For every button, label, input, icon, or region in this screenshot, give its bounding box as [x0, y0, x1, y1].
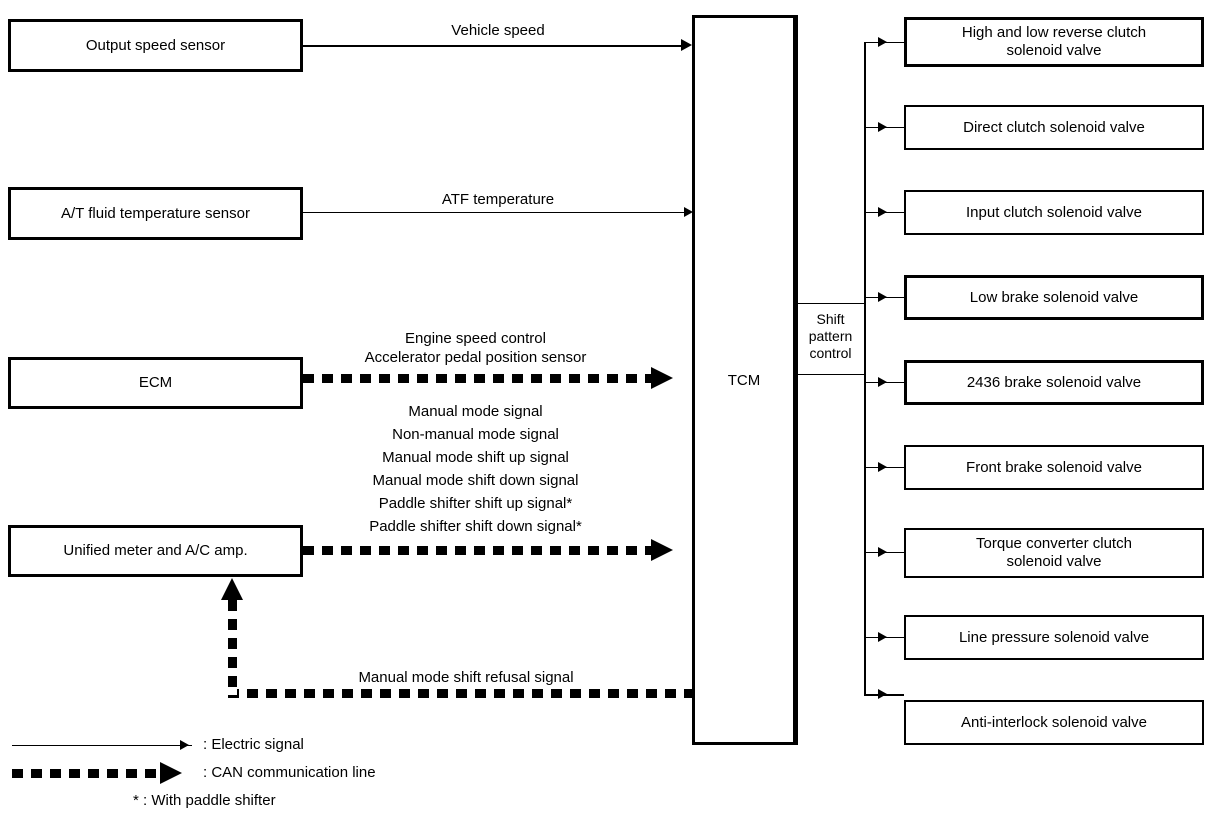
output-box-torque-converter-clutch-solenoid-valve[interactable]: Torque converter clutch solenoid valve [904, 528, 1204, 578]
legend-label-paddle-shifter-note: * : With paddle shifter [133, 792, 276, 809]
branch-arrowhead-2-icon [878, 122, 887, 132]
legend-electric-line [12, 745, 192, 746]
branch-arrowhead-9-icon [878, 689, 887, 699]
shift-pattern-cell-top-border [796, 303, 865, 304]
input-box-label: Output speed sensor [85, 36, 226, 54]
branch-arrowhead-8-icon [878, 632, 887, 642]
input-box-label: ECM [138, 374, 173, 391]
output-box-high-low-reverse-clutch-solenoid-valve[interactable]: High and low reverse clutch solenoid val… [904, 17, 1204, 67]
input-box-output-speed-sensor[interactable]: Output speed sensor [8, 19, 303, 72]
branch-arrowhead-1-icon [878, 37, 887, 47]
signal-label-manual-mode-signal: Manual mode signal [408, 403, 543, 420]
can-arrowhead-shift-refusal-icon [221, 578, 243, 600]
branch-arrowhead-5-icon [878, 377, 887, 387]
signal-label-paddle-shifter-shift-up-signal: Paddle shifter shift up signal* [378, 495, 573, 512]
legend-electric-arrowhead-icon [180, 740, 189, 750]
output-box-direct-clutch-solenoid-valve[interactable]: Direct clutch solenoid valve [904, 105, 1204, 150]
output-box-front-brake-solenoid-valve[interactable]: Front brake solenoid valve [904, 445, 1204, 490]
output-box-label: Direct clutch solenoid valve [963, 118, 1145, 136]
legend-can-arrowhead-icon [160, 762, 182, 784]
legend-label-can-communication-line: : CAN communication line [203, 764, 376, 781]
signal-label-manual-mode-shift-refusal-signal: Manual mode shift refusal signal [358, 669, 574, 686]
signal-label-atf-temperature: ATF temperature [441, 191, 555, 208]
output-box-label: High and low reverse clutch solenoid val… [961, 24, 1147, 59]
signal-label-accelerator-pedal-position-sensor: Accelerator pedal position sensor [364, 349, 587, 366]
signal-label-paddle-shifter-shift-down-signal: Paddle shifter shift down signal* [369, 518, 582, 535]
input-box-unified-meter-ac-amp[interactable]: Unified meter and A/C amp. [8, 525, 303, 577]
shift-pattern-control-label: Shift pattern control [808, 311, 853, 361]
input-box-ecm[interactable]: ECM [8, 357, 303, 409]
output-box-label: Line pressure solenoid valve [958, 628, 1150, 646]
output-box-label: Front brake solenoid valve [966, 458, 1142, 476]
can-line-shift-refusal-vertical [228, 600, 237, 698]
tcm-internal-divider [796, 15, 798, 745]
branch-arrowhead-4-icon [878, 292, 887, 302]
input-box-at-fluid-temperature-sensor[interactable]: A/T fluid temperature sensor [8, 187, 303, 240]
output-box-2436-brake-solenoid-valve[interactable]: 2436 brake solenoid valve [904, 360, 1204, 405]
electric-line-vehicle-speed [303, 45, 681, 47]
output-box-label: Input clutch solenoid valve [966, 203, 1142, 221]
output-box-input-clutch-solenoid-valve[interactable]: Input clutch solenoid valve [904, 190, 1204, 235]
input-box-label: Unified meter and A/C amp. [63, 542, 248, 559]
tcm-label: TCM [727, 372, 761, 389]
can-line-ecm-to-tcm [303, 374, 651, 383]
output-box-line-pressure-solenoid-valve[interactable]: Line pressure solenoid valve [904, 615, 1204, 660]
tcm-box[interactable] [692, 15, 796, 745]
output-box-anti-interlock-solenoid-valve[interactable]: Anti-interlock solenoid valve [904, 700, 1204, 745]
signal-label-non-manual-mode-signal: Non-manual mode signal [392, 426, 559, 443]
can-line-shift-refusal-horizontal [228, 689, 692, 698]
legend-label-electric-signal: : Electric signal [203, 736, 304, 753]
signal-label-engine-speed-control: Engine speed control [405, 330, 546, 347]
can-line-meter-to-tcm [303, 546, 651, 555]
arrowhead-vehicle-speed-icon [681, 39, 692, 51]
shift-pattern-cell-bottom-border [796, 374, 865, 375]
output-box-label: Anti-interlock solenoid valve [961, 713, 1147, 731]
can-arrowhead-ecm-icon [651, 367, 673, 389]
arrowhead-atf-temperature-icon [684, 207, 693, 217]
output-box-label: 2436 brake solenoid valve [966, 373, 1142, 391]
output-box-low-brake-solenoid-valve[interactable]: Low brake solenoid valve [904, 275, 1204, 320]
signal-label-vehicle-speed: Vehicle speed [451, 22, 545, 39]
branch-arrowhead-7-icon [878, 547, 887, 557]
input-box-label: A/T fluid temperature sensor [61, 204, 250, 222]
output-box-label: Torque converter clutch solenoid valve [976, 535, 1132, 570]
legend-can-line [12, 769, 160, 778]
output-bus-line [864, 42, 866, 695]
signal-label-manual-mode-shift-up-signal: Manual mode shift up signal [382, 449, 569, 466]
can-arrowhead-meter-icon [651, 539, 673, 561]
electric-line-atf-temperature [303, 212, 684, 213]
signal-label-manual-mode-shift-down-signal: Manual mode shift down signal [372, 472, 579, 489]
branch-arrowhead-6-icon [878, 462, 887, 472]
output-box-label: Low brake solenoid valve [969, 288, 1139, 306]
branch-arrowhead-3-icon [878, 207, 887, 217]
